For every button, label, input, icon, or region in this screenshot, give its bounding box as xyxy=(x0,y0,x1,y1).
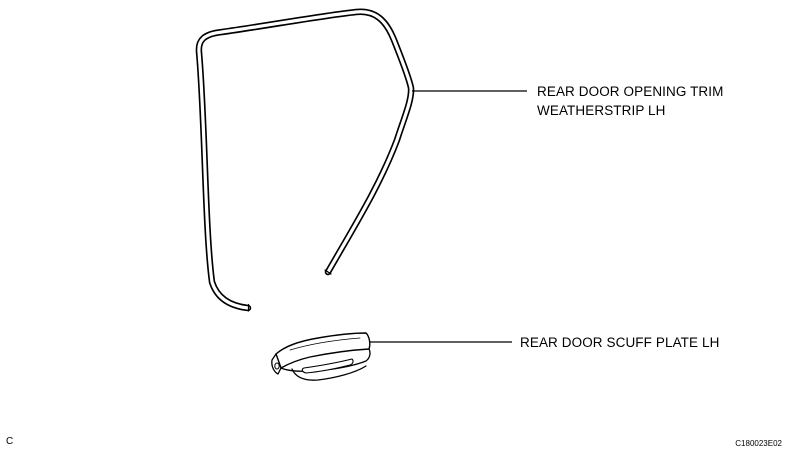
scuff-plate-top-surface xyxy=(275,332,371,369)
scuff-plate-label: REAR DOOR SCUFF PLATE LH xyxy=(520,335,720,350)
weatherstrip-label-line2: WEATHERSTRIP LH xyxy=(537,103,666,118)
scuff-plate-clip-hole xyxy=(274,362,280,370)
weatherstrip-outer-outline xyxy=(195,8,415,312)
weatherstrip-label-line1: REAR DOOR OPENING TRIM xyxy=(537,84,724,99)
weatherstrip-label: REAR DOOR OPENING TRIM WEATHERSTRIP LH xyxy=(537,82,723,120)
scuff-plate-slot xyxy=(301,358,354,374)
scuff-plate-lower-lip xyxy=(280,348,371,372)
weatherstrip-drawing xyxy=(195,8,415,312)
scuff-plate-ridge xyxy=(289,337,361,351)
illustration-id-code: C180023E02 xyxy=(735,439,782,448)
corner-code-left: C xyxy=(6,436,14,447)
weatherstrip-end-right xyxy=(324,269,332,275)
weatherstrip-inner-line xyxy=(197,10,413,310)
scuff-plate-underside xyxy=(291,365,367,381)
scuff-plate-drawing xyxy=(271,332,371,381)
